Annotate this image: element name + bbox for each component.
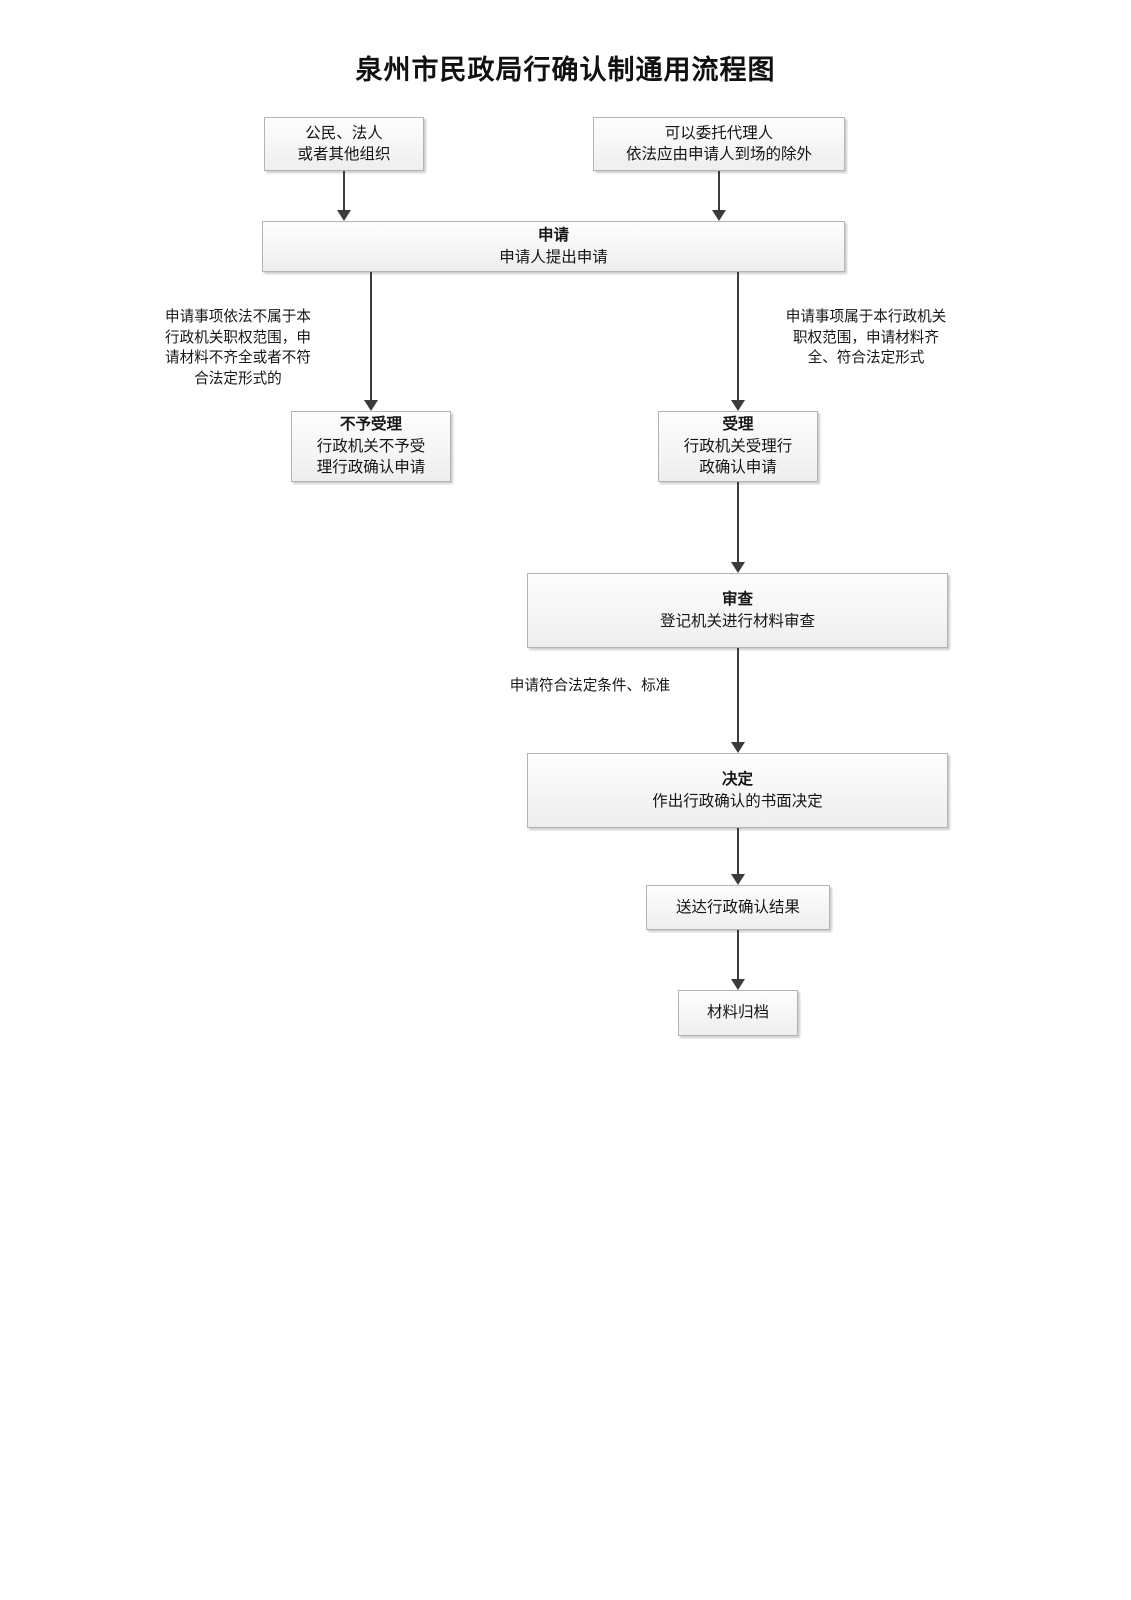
node-archive-line-1: 材料归档 (706, 1004, 769, 1022)
node-application: 申请 申请人提出申请 (262, 221, 845, 272)
node-not-accepted: 不予受理 行政机关不予受 理行政确认申请 (291, 411, 451, 482)
node-decision: 决定 作出行政确认的书面决定 (527, 753, 948, 828)
node-not-accepted-line-2: 行政机关不予受 (316, 437, 426, 455)
node-deliver-result-line-1: 送达行政确认结果 (675, 898, 800, 916)
arrowhead-decision-to-deliver (731, 874, 745, 885)
connector-review-to-decision (737, 648, 739, 742)
node-accepted-line-1: 受理 (722, 416, 754, 434)
node-accepted: 受理 行政机关受理行 政确认申请 (658, 411, 818, 482)
node-deliver-result: 送达行政确认结果 (646, 885, 830, 930)
node-review-line-1: 审查 (721, 591, 753, 609)
arrowhead-deliver-to-archive (731, 979, 745, 990)
connector-applicant-to-application (343, 171, 345, 210)
arrowhead-applicant-to-application (337, 210, 351, 221)
edge-label-left-branch: 申请事项依法不属于本 行政机关职权范围，申 请材料不齐全或者不符 合法定形式的 (165, 309, 311, 388)
arrowhead-application-to-not-accepted (364, 400, 378, 411)
node-agent: 可以委托代理人 依法应由申请人到场的除外 (593, 117, 845, 171)
connector-decision-to-deliver (737, 828, 739, 874)
node-applicant-line-2: 或者其他组织 (297, 146, 391, 163)
connector-accepted-to-review (737, 482, 739, 562)
node-decision-line-1: 决定 (721, 771, 753, 789)
edge-label-review-to-decision: 申请符合法定条件、标准 (509, 678, 671, 694)
connector-application-to-accepted (737, 272, 739, 400)
node-not-accepted-line-1: 不予受理 (339, 416, 402, 434)
connector-agent-to-application (718, 171, 720, 210)
node-agent-line-2: 依法应由申请人到场的除外 (625, 146, 812, 163)
arrowhead-application-to-accepted (731, 400, 745, 411)
edge-label-right-branch: 申请事项属于本行政机关 职权范围，申请材料齐 全、符合法定形式 (785, 309, 947, 367)
node-review: 审查 登记机关进行材料审查 (527, 573, 948, 648)
arrowhead-review-to-decision (731, 742, 745, 753)
arrowhead-accepted-to-review (731, 562, 745, 573)
node-application-line-2: 申请人提出申请 (499, 248, 608, 266)
node-agent-line-1: 可以委托代理人 (664, 124, 774, 142)
node-archive: 材料归档 (678, 990, 798, 1036)
page-title: 泉州市民政局行确认制通用流程图 (355, 55, 776, 85)
arrowhead-agent-to-application (712, 210, 726, 221)
node-application-line-1: 申请 (537, 227, 569, 245)
node-applicant: 公民、法人 或者其他组织 (264, 117, 424, 171)
node-review-line-2: 登记机关进行材料审查 (659, 612, 815, 630)
node-accepted-line-3: 政确认申请 (699, 459, 777, 477)
connector-deliver-to-archive (737, 930, 739, 979)
node-applicant-line-1: 公民、法人 (305, 124, 383, 142)
connector-application-to-not-accepted (370, 272, 372, 400)
node-accepted-line-2: 行政机关受理行 (683, 437, 793, 455)
node-decision-line-2: 作出行政确认的书面决定 (652, 792, 823, 810)
node-not-accepted-line-3: 理行政确认申请 (316, 459, 426, 477)
